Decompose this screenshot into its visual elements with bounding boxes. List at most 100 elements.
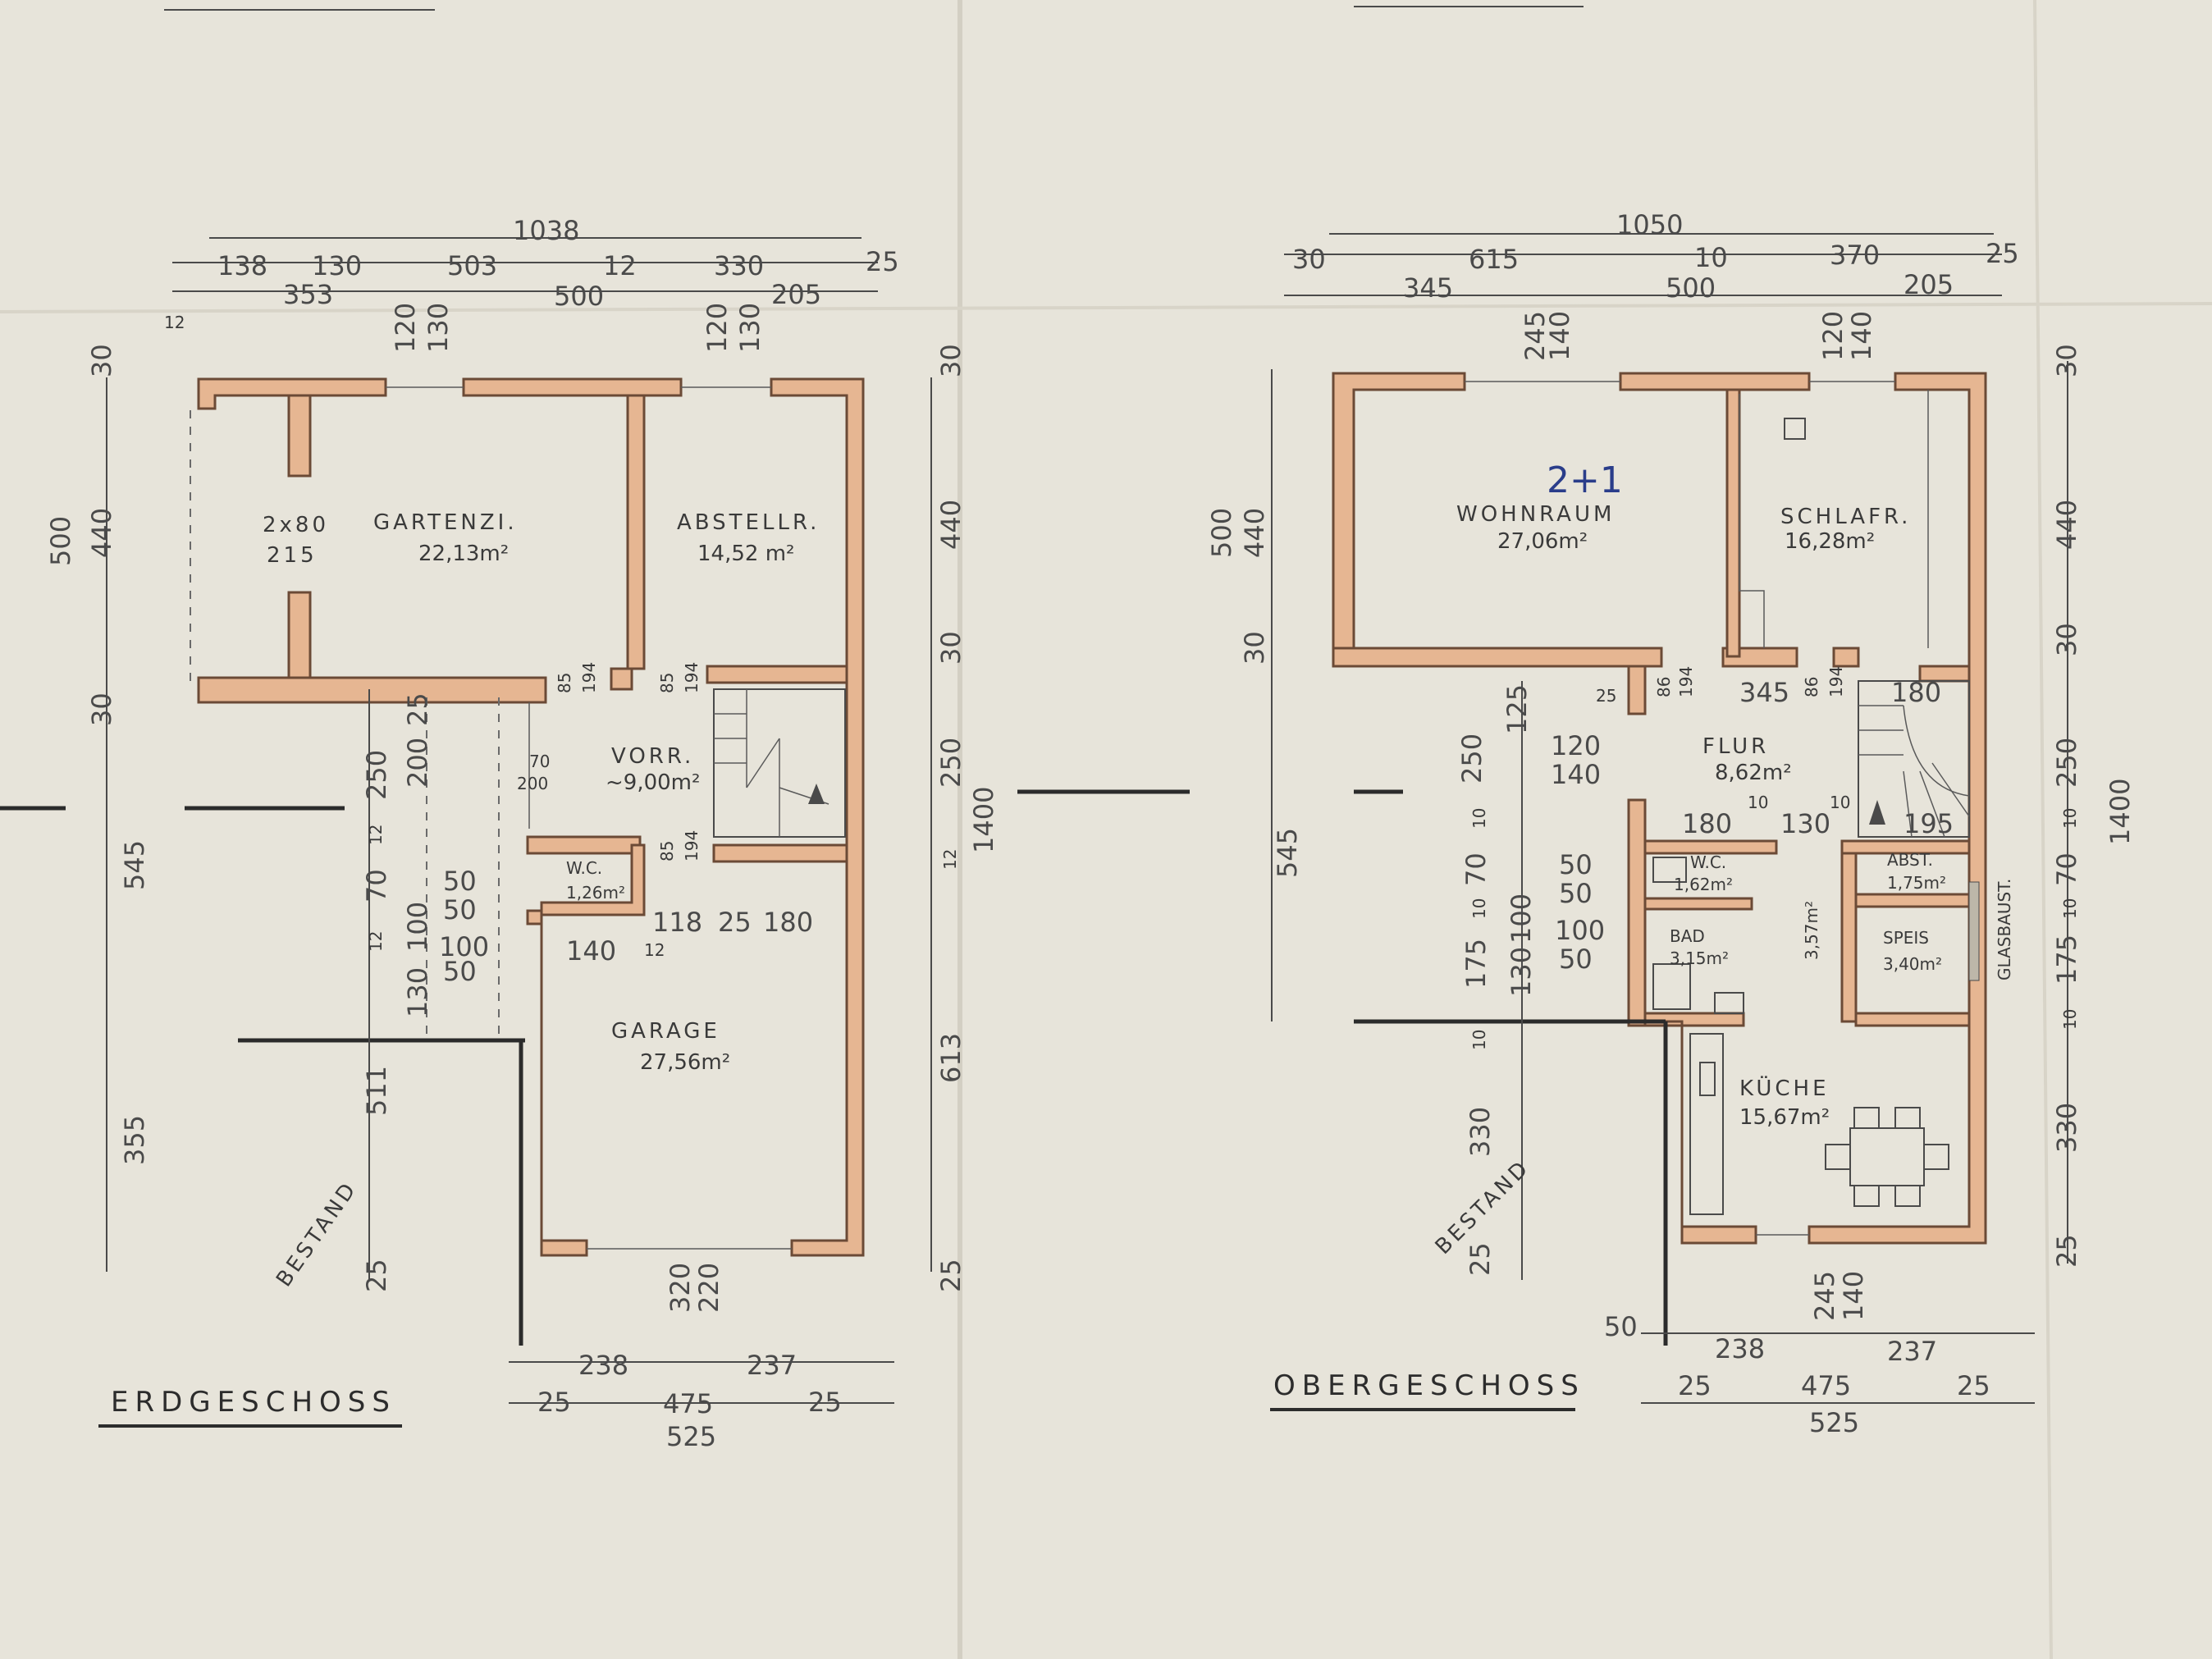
og-dim-180b: 180 [1682, 808, 1732, 839]
og-dim-inner-10a: 10 [1469, 808, 1489, 829]
og-partition-wohn-schlaf [1725, 388, 1741, 658]
og-dim-open1-b: 140 [1544, 311, 1575, 361]
eg-dim-130: 130 [312, 250, 362, 281]
og-dim-30: 30 [1292, 244, 1326, 275]
og-glass-block [1968, 881, 1980, 981]
og-window-245: 245 [1809, 1271, 1840, 1321]
eg-bottom-wall-garden [197, 676, 547, 704]
eg-dim-12-wc: 12 [644, 940, 665, 960]
paper-fold-horizontal [0, 302, 2212, 313]
og-dim-right-10a: 10 [2060, 808, 2080, 829]
og-dim-right-30b: 30 [2051, 623, 2082, 656]
eg-garage-door-320: 320 [665, 1263, 696, 1313]
og-dim-50c: 50 [1559, 944, 1593, 975]
eg-dim-25-garage: 25 [718, 907, 752, 938]
eg-wc-top-wall [526, 835, 642, 855]
og-room-abst-area: 1,75m² [1887, 873, 1946, 893]
og-dim-120: 120 [1551, 730, 1601, 761]
og-room-flur-area: 8,62m² [1715, 761, 1792, 785]
og-wc-bad-wall [1643, 897, 1753, 911]
eg-dim-open2-a: 120 [702, 303, 733, 353]
og-dim-inner-10b: 10 [1469, 898, 1489, 919]
og-glasbaust-label: GLASBAUST. [1995, 879, 2014, 980]
og-staircase [1858, 680, 1970, 838]
eg-dim-right-440: 440 [935, 500, 967, 550]
eg-wc-walls [540, 843, 646, 916]
og-dim-top-total: 1050 [1616, 209, 1683, 240]
paper-fold-right [2033, 0, 2053, 1659]
eg-top-wall-mid [462, 377, 683, 397]
eg-dim-left-30a: 30 [86, 344, 117, 377]
og-dim-left-500: 500 [1206, 508, 1237, 558]
og-dim-345: 345 [1403, 272, 1453, 304]
og-dim-140: 140 [1551, 759, 1601, 790]
eg-dim-left-30b: 30 [86, 692, 117, 726]
eg-dim-inner-70: 70 [361, 869, 392, 903]
og-dim-25: 25 [1986, 238, 2019, 269]
og-dim-bottom-525: 525 [1809, 1407, 1859, 1438]
og-dim-inner-10c: 10 [1469, 1030, 1489, 1050]
eg-room-wc-area: 1,26m² [566, 883, 625, 903]
og-room-wohnraum-name: WOHNRAUM [1456, 502, 1615, 527]
og-dim-50d: 50 [1604, 1311, 1638, 1342]
eg-door-194b: 194 [682, 662, 702, 693]
og-dim-10b: 10 [1830, 793, 1850, 812]
og-room-kueche-name: KÜCHE [1739, 1075, 1830, 1101]
og-door-194a: 194 [1676, 666, 1696, 697]
eg-dim-inner-200: 200 [402, 738, 433, 788]
eg-dim-inner-12b: 12 [366, 931, 386, 952]
eg-dim-right-1400: 1400 [968, 787, 999, 853]
eg-dim-50c: 50 [443, 956, 477, 987]
og-dim-50a: 50 [1559, 849, 1593, 880]
og-dim-bottom-475: 475 [1801, 1370, 1851, 1401]
og-dim-right-1400: 1400 [2105, 779, 2136, 845]
eg-dim-140: 140 [566, 935, 616, 967]
eg-window-label-top: 2x80 [263, 513, 329, 537]
og-dim-bottom-25a: 25 [1678, 1370, 1712, 1401]
og-flur-left-pier [1627, 665, 1647, 715]
og-room-schlafr-area: 16,28m² [1785, 529, 1875, 554]
og-flur-left-wall [1627, 798, 1647, 1027]
og-room-kueche-area: 15,67m² [1739, 1105, 1830, 1130]
eg-floor-title: ERDGESCHOSS [111, 1386, 396, 1419]
og-dim-370: 370 [1830, 240, 1880, 271]
og-dim-180a: 180 [1891, 677, 1941, 708]
eg-dim-open1-a: 120 [390, 303, 421, 353]
eg-dim-open2-b: 130 [734, 303, 766, 353]
og-dim-615: 615 [1469, 244, 1519, 275]
eg-dim-70: 70 [529, 752, 550, 771]
og-dim-inner-70: 70 [1460, 852, 1492, 886]
eg-dim-inner-100: 100 [402, 902, 433, 952]
og-door-194b: 194 [1826, 666, 1846, 697]
og-room-bad-name: BAD [1670, 926, 1705, 946]
og-dim-130: 130 [1780, 808, 1830, 839]
eg-dim-12-left: 12 [164, 313, 185, 332]
og-door-86a: 86 [1654, 677, 1674, 697]
og-door-86b: 86 [1802, 677, 1821, 697]
og-dim-bottom-237: 237 [1887, 1336, 1937, 1367]
og-schlaf-niche [1739, 394, 1765, 648]
eg-dim-100: 100 [439, 931, 489, 962]
eg-dim-left-545: 545 [119, 840, 150, 890]
eg-dim-right-250: 250 [935, 738, 967, 788]
og-dim-inner-25: 25 [1465, 1242, 1496, 1276]
eg-dim-bottom-525: 525 [666, 1421, 716, 1452]
og-room-schlafr-name: SCHLAFR. [1780, 505, 1911, 529]
og-chimney [1784, 418, 1806, 440]
og-dim-right-30: 30 [2051, 344, 2082, 377]
eg-door-194c: 194 [682, 830, 702, 861]
og-dim-open2-b: 140 [1846, 311, 1877, 361]
eg-dim-180: 180 [763, 907, 813, 938]
eg-dim-left-500: 500 [45, 516, 76, 566]
og-wc-top-wall [1643, 839, 1778, 855]
eg-dim-bottom-238: 238 [578, 1350, 628, 1381]
og-room-flur-name: FLUR [1702, 734, 1769, 759]
eg-dim-bottom-25a: 25 [537, 1387, 571, 1418]
eg-dim-inner-250: 250 [361, 750, 392, 800]
eg-room-garage-area: 27,56m² [640, 1050, 730, 1075]
og-dim-195: 195 [1904, 808, 1954, 839]
eg-dim-inner-130: 130 [402, 967, 433, 1017]
eg-dim-bottom-25b: 25 [808, 1387, 842, 1418]
og-dim-50b: 50 [1559, 878, 1593, 909]
obergeschoss-plan: 1050 30 615 10 370 25 345 500 205 245 14… [1017, 209, 2136, 1438]
